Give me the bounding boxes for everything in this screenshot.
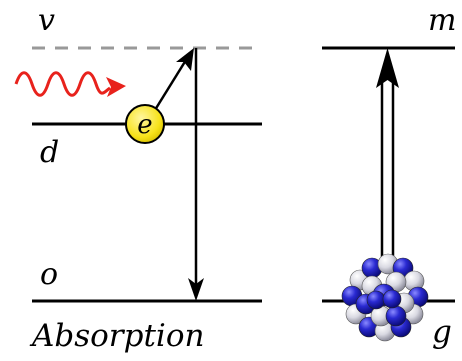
absorption-panel: e v d o Absorption <box>16 3 262 354</box>
lower-level-label: o <box>40 257 58 292</box>
photon-wave <box>16 73 110 96</box>
donor-level-label: d <box>40 135 59 170</box>
upper-level-label: m <box>428 3 456 38</box>
electron-label: e <box>137 110 152 140</box>
nucleus-panel: m g <box>322 3 456 350</box>
ground-level-label: g <box>432 314 452 350</box>
virtual-level-label: v <box>38 3 55 38</box>
caption-absorption: Absorption <box>29 318 204 354</box>
nucleus-icon <box>342 254 428 341</box>
double-arrow-head <box>376 48 399 88</box>
excitation-arrow-head <box>176 48 194 71</box>
